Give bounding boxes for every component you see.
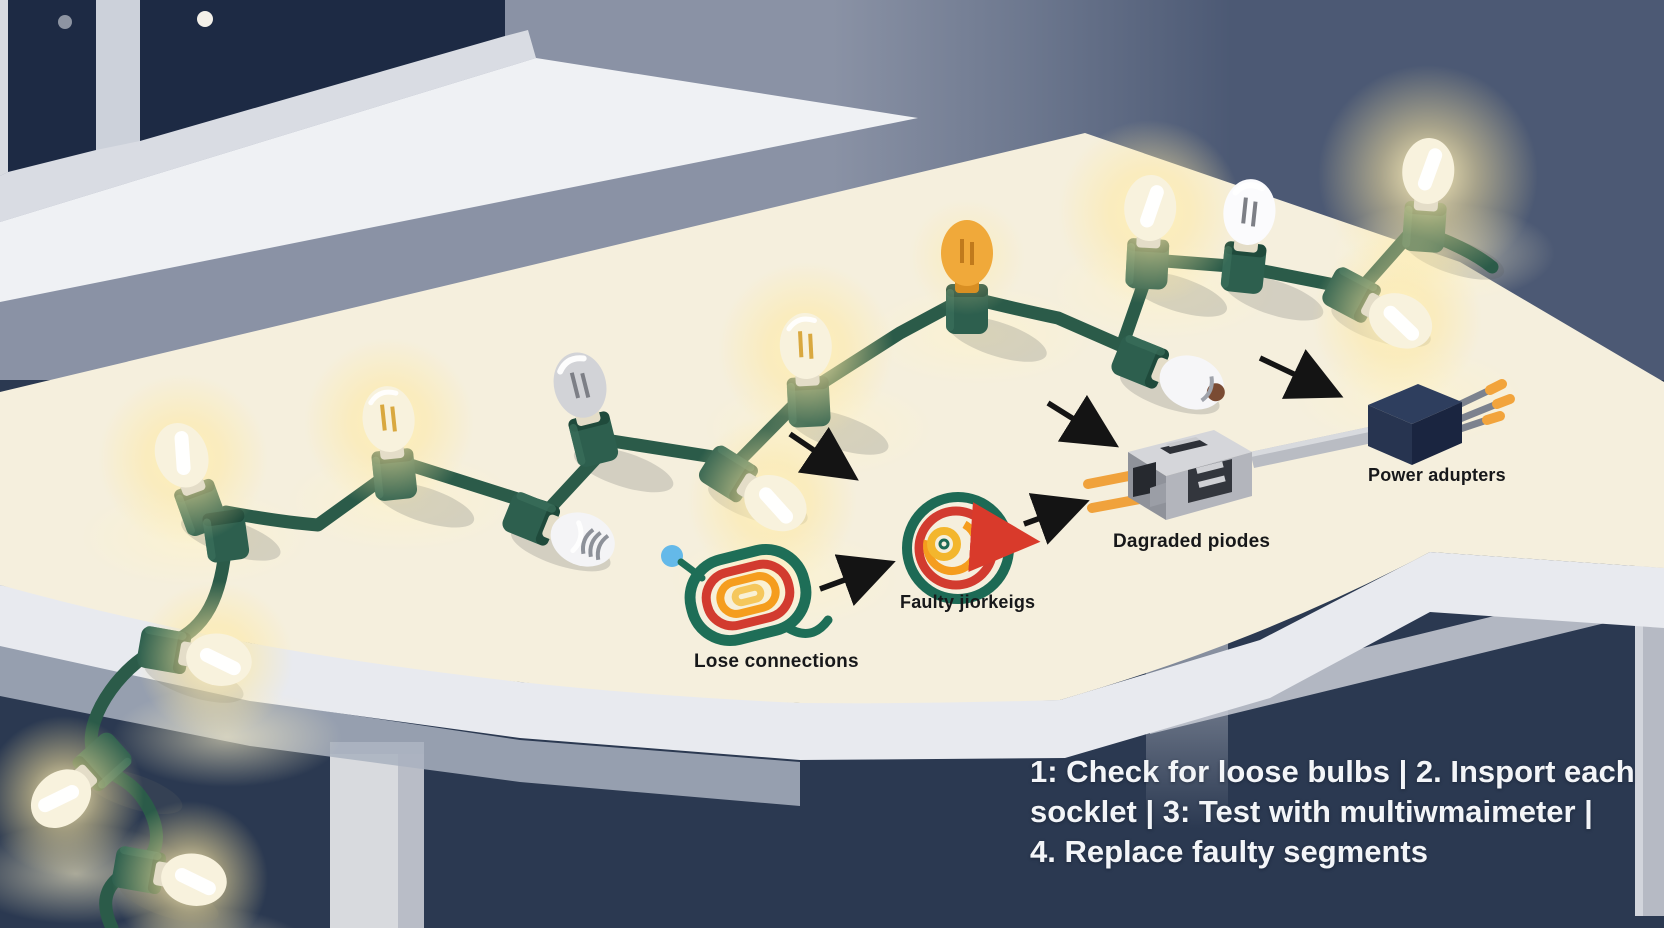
light-bulb-icon [941,220,993,293]
light-bulb-icon [153,853,227,906]
light-bulb-icon [553,352,607,426]
light-bulb-icon [1402,138,1455,212]
pointer-arrow-icon [1023,493,1090,545]
pointer-arrows [788,349,1344,606]
caption-line-2: socklet | 3: Test with multiwmaimeter | [1030,794,1593,829]
light-bulb-icon [30,764,98,829]
tangled-wire-knot-icon [661,543,833,647]
light-bulb-icon [542,512,615,567]
window-pane-left [8,0,96,174]
bulbs [30,138,1455,906]
light-bulb-icon [178,633,252,686]
power-adapter-icon [1368,379,1515,465]
window-pane-right [140,0,505,143]
light-bulb-icon [1360,292,1433,349]
window [0,0,918,302]
label-degraded-diodes: Dagraded piodes [1113,531,1271,552]
window-frame-bevel [0,30,536,222]
label-faulty-wiring: Faulty jiorkeigs [900,592,1036,612]
label-power-adapters: Power adupters [1368,465,1506,485]
window-sill [0,58,918,302]
table-edge-face [0,552,1664,760]
coiled-wire-spiral-icon [902,492,1041,604]
light-bulb-icon [779,313,832,387]
light-bulb-icon [1151,355,1225,410]
window-stars [58,11,213,29]
table-edge-lower [0,645,800,806]
caption-line-3: 4. Replace faulty segments [1030,834,1428,869]
label-loose-connections: Lose connections [694,651,859,672]
light-bulb-icon [1223,179,1276,253]
pointer-arrow-icon [1046,394,1119,448]
diode-plug-device-icon [1083,425,1382,520]
light-bulb-icon [1124,175,1177,249]
caption-line-1: 1: Check for loose bulbs | 2. Insport ea… [1030,754,1635,789]
star-icon [197,11,213,27]
light-bulb-icon [736,473,807,532]
caption-steps: 1: Check for loose bulbs | 2. Insport ea… [1030,752,1635,872]
star-icon [58,15,72,29]
pointer-arrow-icon [1258,349,1344,399]
pointer-arrow-icon [788,427,859,481]
light-bulb-icon [154,422,209,496]
light-bulb-icon [362,386,415,460]
pointer-arrow-icon [819,554,896,606]
window-mullion [96,0,140,152]
